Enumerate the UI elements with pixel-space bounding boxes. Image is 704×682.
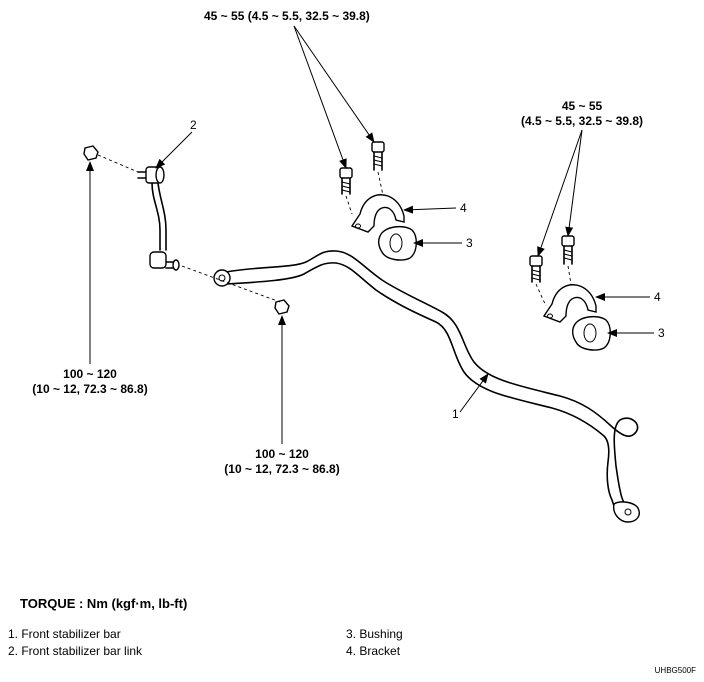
bolts-left-group (339, 141, 385, 195)
legend-item-4: 4. Bracket (346, 644, 401, 658)
legend-item-3: 3. Bushing (346, 627, 403, 641)
legend-left: 1. Front stabilizer bar 2. Front stabili… (8, 626, 142, 660)
bushing-right (571, 315, 611, 351)
torque-label-bracket-right-line1: 45 ~ 55 (562, 99, 603, 113)
callout-bushing-right: 3 (658, 326, 665, 340)
torque-label-bracket-right-line2: (4.5 ~ 5.5, 32.5 ~ 39.8) (521, 114, 643, 128)
torque-label-bracket-top: 45 ~ 55 (4.5 ~ 5.5, 32.5 ~ 39.8) (204, 9, 370, 23)
upper-nut-alignment-line (97, 154, 139, 173)
callout-link: 2 (190, 118, 197, 132)
torque-label-link-mid-line1: 100 ~ 120 (255, 447, 309, 461)
torque-heading: TORQUE : Nm (kgf·m, lb-ft) (20, 596, 188, 611)
torque-label-link-left-line2: (10 ~ 12, 72.3 ~ 86.8) (32, 382, 147, 396)
figure-code: UHBG500F (654, 666, 696, 675)
torque-label-link-left-line1: 100 ~ 120 (63, 367, 117, 381)
legend-right: 3. Bushing 4. Bracket (346, 626, 403, 660)
leader-lines (86, 25, 654, 444)
legend-item-1: 1. Front stabilizer bar (8, 627, 121, 641)
link-upper-nut (83, 145, 99, 161)
stabilizer-bar-link (137, 166, 180, 271)
stabilizer-bar (213, 250, 640, 523)
bolts-right-group (529, 235, 575, 283)
legend-item-2: 2. Front stabilizer bar link (8, 644, 143, 658)
callout-bracket-right: 4 (654, 290, 661, 304)
callout-bracket-left: 4 (460, 201, 467, 215)
bracket-right (542, 284, 597, 323)
bracket-left (350, 194, 405, 233)
callout-bar: 1 (452, 407, 459, 421)
callout-bushing-left: 3 (466, 236, 473, 250)
bushing-left (377, 225, 417, 261)
torque-label-link-mid-line2: (10 ~ 12, 72.3 ~ 86.8) (224, 462, 339, 476)
link-lower-nut (274, 299, 290, 315)
